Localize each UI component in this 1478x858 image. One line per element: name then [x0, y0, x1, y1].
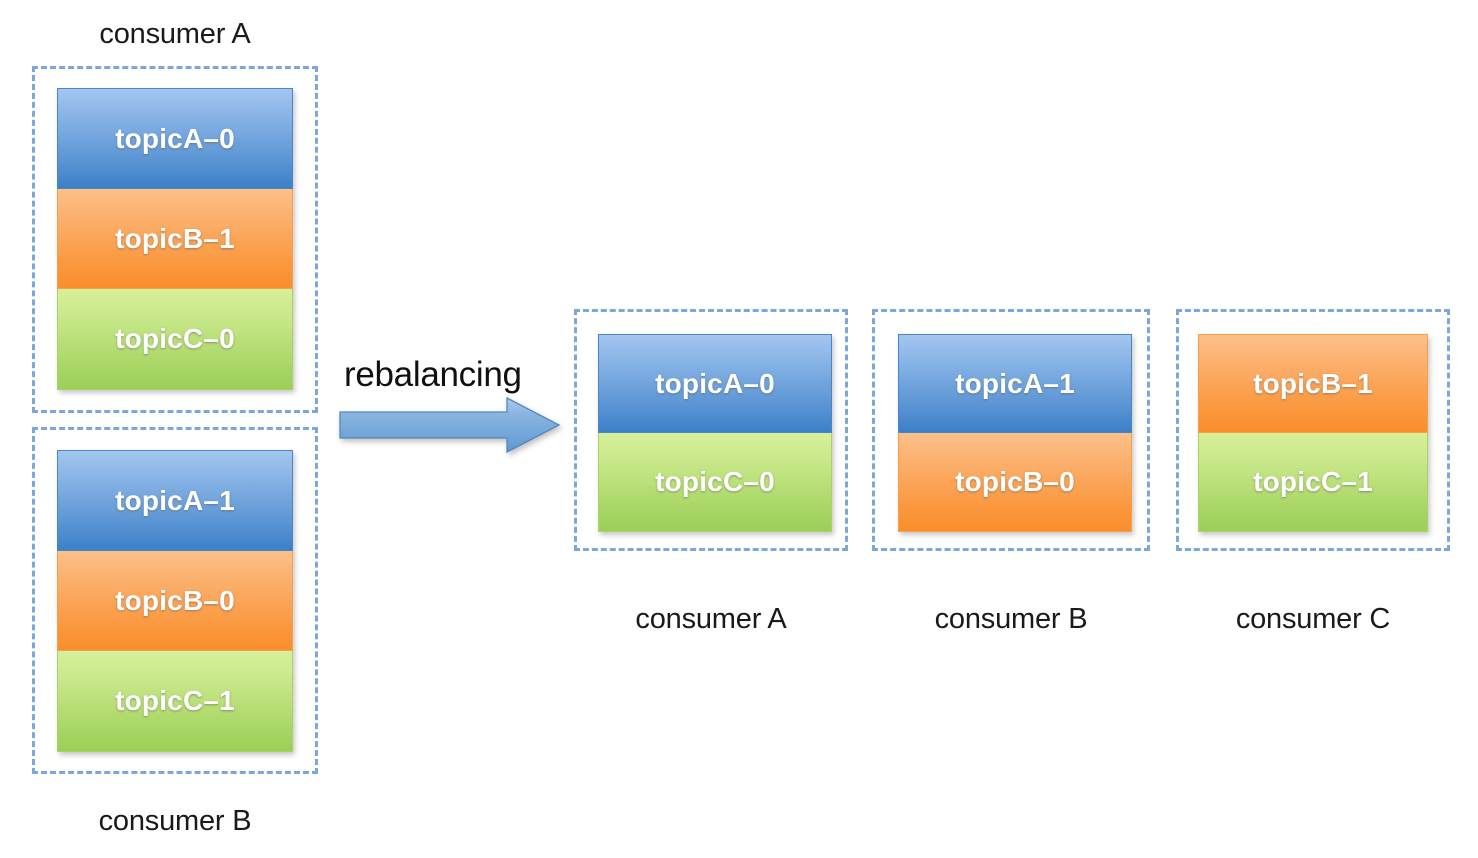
partition-stack-after-consumer-b: topicA–1 topicB–0: [898, 334, 1132, 532]
partition-block[interactable]: topicC–1: [57, 651, 293, 752]
partition-block[interactable]: topicC–1: [1198, 433, 1428, 532]
partition-block[interactable]: topicC–0: [57, 289, 293, 390]
partition-block[interactable]: topicB–0: [57, 551, 293, 651]
right-arrow-icon: [339, 396, 561, 454]
caption-before-consumer-b: consumer B: [98, 805, 252, 837]
caption-after-consumer-b: consumer B: [934, 603, 1088, 635]
partition-block[interactable]: topicB–0: [898, 433, 1132, 532]
partition-block[interactable]: topicA–1: [898, 334, 1132, 433]
partition-stack-before-consumer-a: topicA–0 topicB–1 topicC–0: [57, 88, 293, 390]
partition-stack-before-consumer-b: topicA–1 topicB–0 topicC–1: [57, 450, 293, 752]
rebalancing-label: rebalancing: [344, 355, 522, 394]
partition-block[interactable]: topicA–0: [598, 334, 832, 433]
partition-block[interactable]: topicA–1: [57, 450, 293, 551]
partition-stack-after-consumer-a: topicA–0 topicC–0: [598, 334, 832, 532]
partition-block[interactable]: topicB–1: [57, 189, 293, 289]
partition-block[interactable]: topicC–0: [598, 433, 832, 532]
rebalancing-arrow: [339, 394, 561, 456]
caption-after-consumer-a: consumer A: [635, 603, 787, 635]
caption-before-consumer-a: consumer A: [99, 18, 251, 50]
partition-block[interactable]: topicB–1: [1198, 334, 1428, 433]
caption-after-consumer-c: consumer C: [1235, 603, 1391, 635]
partition-stack-after-consumer-c: topicB–1 topicC–1: [1198, 334, 1428, 532]
partition-block[interactable]: topicA–0: [57, 88, 293, 189]
